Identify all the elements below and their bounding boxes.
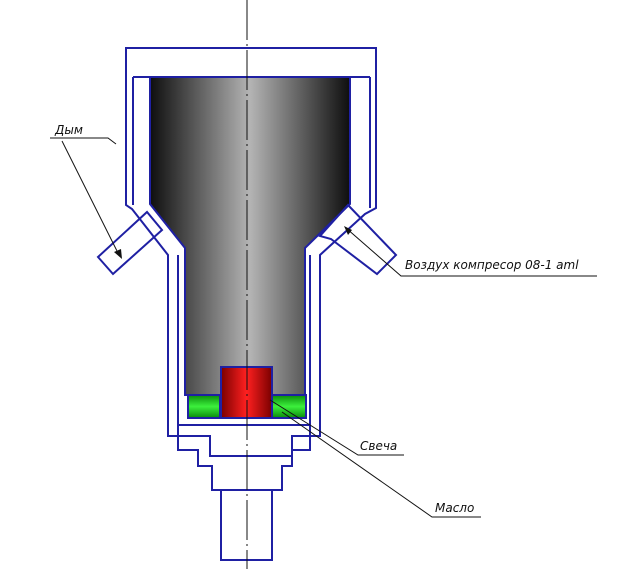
oil-ring-left	[187, 394, 221, 419]
smoke-arrow-head	[114, 249, 122, 259]
label-oil: Масло	[435, 501, 474, 515]
oil-ring-right	[271, 394, 307, 419]
label-air: Воздух компресор 08-1 aml	[405, 258, 579, 272]
air-port	[318, 203, 398, 276]
label-smoke: Дым	[54, 123, 83, 137]
label-plug: Свеча	[360, 439, 397, 453]
smoke-leader	[50, 137, 117, 145]
air-arrow-head	[344, 226, 352, 235]
smoke-arrow-shaft	[61, 140, 118, 252]
base-outline	[177, 425, 311, 491]
air-leader	[345, 227, 597, 277]
plug-leader	[269, 399, 404, 456]
oil-leader	[281, 411, 481, 518]
smoke-port	[96, 210, 164, 276]
